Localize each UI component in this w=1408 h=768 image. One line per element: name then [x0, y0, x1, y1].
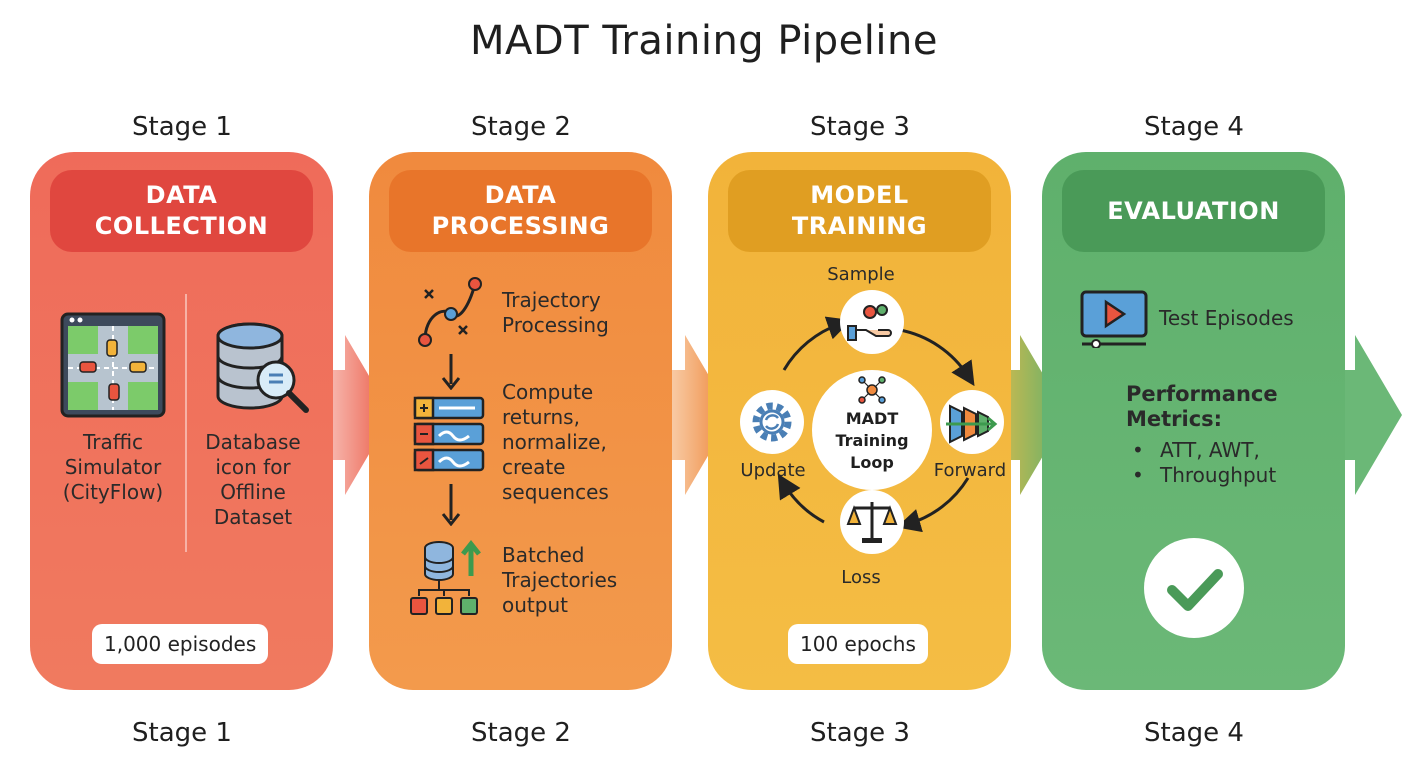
stage-1-divider: [185, 294, 187, 552]
metrics-item-1: ATT, AWT,: [1160, 438, 1260, 462]
sample-node: [840, 290, 904, 354]
stage-3-label-bottom: Stage 3: [810, 718, 910, 748]
forward-layers-icon: [946, 404, 998, 444]
stage-1-panel: DATA COLLECTION Traffic Simulator (CityF…: [30, 152, 333, 690]
test-episodes-label: Test Episodes: [1159, 306, 1294, 330]
diagram-title: MADT Training Pipeline: [470, 18, 938, 64]
compute-line3: normalize,: [502, 430, 607, 454]
loop-center-line1: MADT: [845, 409, 899, 428]
traffic-simulator-label: Traffic Simulator (CityFlow): [48, 430, 178, 505]
loop-center-line2: Training: [835, 431, 909, 450]
batched-line3: output: [502, 593, 568, 617]
stage-4-label-top: Stage 4: [1144, 112, 1244, 142]
stage-2-header-line1: DATA: [484, 181, 557, 209]
trajectory-processing-line2: Processing: [502, 313, 609, 337]
stage-2-panel: DATA PROCESSING Trajectory Processing Co…: [369, 152, 672, 690]
stage-3-header-line1: MODEL: [810, 181, 909, 209]
stage-3-panel: MODEL TRAINING Sample Forward Loss Updat…: [708, 152, 1011, 690]
down-arrow-icon: [441, 354, 461, 390]
episodes-badge: 1,000 episodes: [92, 624, 269, 664]
database-search-icon: [216, 322, 309, 413]
metrics-item: •ATT, AWT,: [1132, 438, 1260, 462]
training-loop-arrows: [777, 316, 975, 533]
stage-2-label-top: Stage 2: [471, 112, 571, 142]
performance-metrics-line2: Metrics:: [1126, 407, 1223, 431]
loop-center-label: MADT Training Loop: [812, 408, 932, 474]
stage-1-header-line2: COLLECTION: [94, 212, 269, 240]
batched-line1: Batched: [502, 543, 585, 567]
video-player-icon: [1080, 290, 1148, 348]
stage-1-header-line1: DATA: [145, 181, 218, 209]
compute-line4: create: [502, 455, 566, 479]
stage-2-header: DATA PROCESSING: [389, 170, 652, 252]
stage-4-label-bottom: Stage 4: [1144, 718, 1244, 748]
stage-3-header-line2: TRAINING: [791, 212, 928, 240]
stage-4-header: EVALUATION: [1062, 170, 1325, 252]
batched-line2: Trajectories: [502, 568, 618, 592]
epochs-badge: 100 epochs: [788, 624, 928, 664]
metrics-list: •ATT, AWT, •Throughput: [1132, 438, 1276, 488]
compute-line1: Compute: [502, 380, 594, 404]
database-line2: icon for: [215, 455, 291, 479]
stage-3-header: MODEL TRAINING: [728, 170, 991, 252]
traffic-simulator-line2: Simulator: [64, 455, 162, 479]
database-label: Database icon for Offline Dataset: [193, 430, 313, 530]
compute-line5: sequences: [502, 480, 609, 504]
stage-1-header: DATA COLLECTION: [50, 170, 313, 252]
training-loop-center: MADT Training Loop: [812, 370, 932, 490]
stage-2-label-bottom: Stage 2: [471, 718, 571, 748]
loss-node: [840, 490, 904, 554]
metrics-item-2: Throughput: [1160, 463, 1277, 487]
success-check-circle: [1144, 538, 1244, 638]
stage-4-panel: EVALUATION Test Episodes Performance Met…: [1042, 152, 1345, 690]
compute-line2: returns,: [502, 405, 580, 429]
batched-trajectories-icon: [410, 540, 481, 615]
loop-step-loss: Loss: [841, 567, 881, 588]
gear-refresh-icon: [752, 402, 792, 442]
traffic-simulator-line1: Traffic: [82, 430, 144, 454]
performance-metrics-title: Performance Metrics:: [1126, 382, 1278, 432]
batched-trajectories-label: Batched Trajectories output: [502, 543, 617, 618]
database-line4: Dataset: [213, 505, 293, 529]
traffic-simulator-line3: (CityFlow): [62, 480, 164, 504]
stage-3-label-top: Stage 3: [810, 112, 910, 142]
neural-network-icon: [858, 376, 886, 404]
stage-1-label-bottom: Stage 1: [132, 718, 232, 748]
trajectory-processing-line1: Trajectory: [502, 288, 601, 312]
update-node: [740, 390, 804, 454]
compute-returns-label: Compute returns, normalize, create seque…: [502, 380, 609, 505]
stage-2-header-line2: PROCESSING: [431, 212, 610, 240]
scale-icon: [846, 502, 898, 543]
loop-center-line3: Loop: [850, 453, 894, 472]
trajectory-icon: [418, 277, 482, 347]
stage-1-label-top: Stage 1: [132, 112, 232, 142]
trajectory-processing-label: Trajectory Processing: [502, 288, 609, 338]
loop-step-sample: Sample: [827, 264, 895, 285]
loop-step-forward: Forward: [933, 460, 1007, 481]
stage-4-header-line1: EVALUATION: [1107, 196, 1280, 225]
compute-returns-icon: [413, 396, 485, 472]
hand-sample-icon: [847, 304, 892, 341]
metrics-item: •Throughput: [1132, 463, 1277, 487]
traffic-map-icon: [60, 312, 166, 418]
down-arrow-icon-2: [441, 484, 461, 526]
performance-metrics-line1: Performance: [1126, 382, 1278, 406]
check-icon: [1167, 569, 1223, 611]
forward-node: [940, 390, 1004, 454]
database-line3: Offline: [220, 480, 286, 504]
database-line1: Database: [205, 430, 301, 454]
